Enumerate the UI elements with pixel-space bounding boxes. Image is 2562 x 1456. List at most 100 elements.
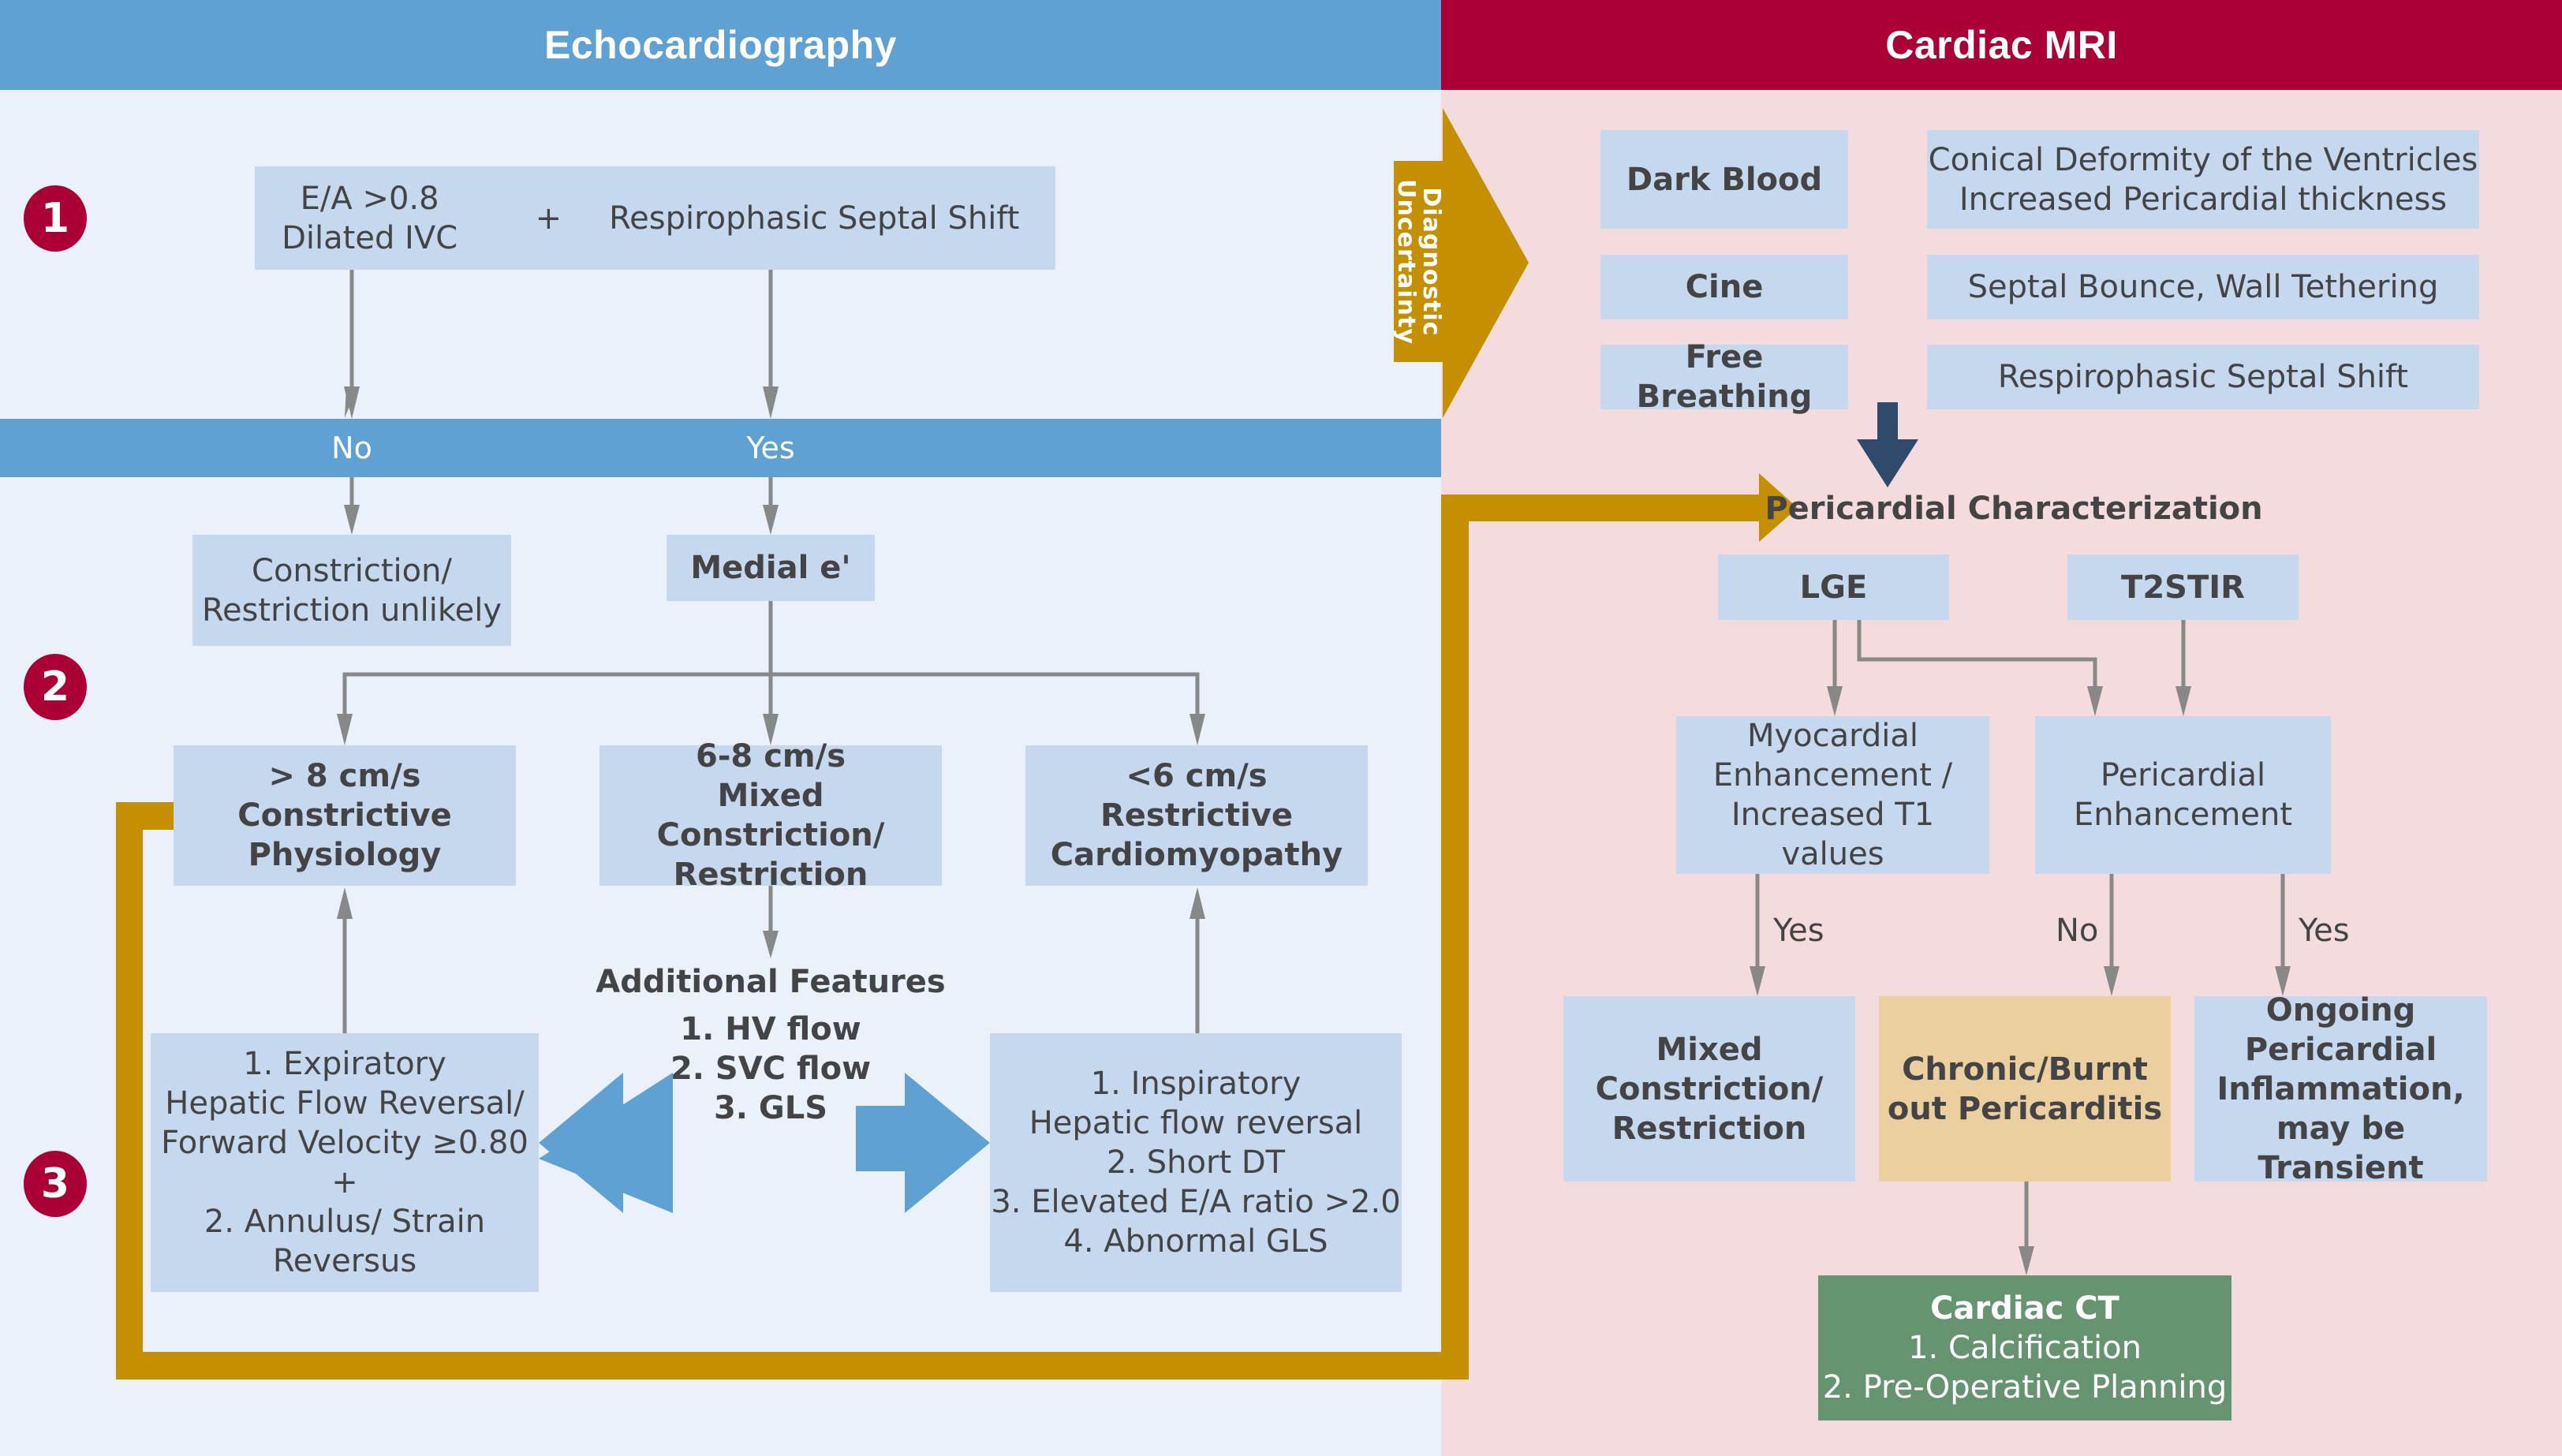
band-no-label: No (331, 431, 372, 465)
band-yes-label: Yes (746, 431, 795, 465)
myocardial-line: Myocardial (1746, 718, 1919, 754)
arrowhead-myocardial (1827, 686, 1843, 716)
mri-sequence-free-breathing: Free Breathing (1600, 339, 1848, 415)
constrictive-line-2: Constrictive (237, 797, 452, 834)
additional-feature-3: 3. GLS (713, 1090, 828, 1126)
constrictive-features-box: 1. Expiratory Hepatic Flow Reversal/ For… (151, 1033, 539, 1292)
loop-arrow (116, 473, 1798, 1379)
mixed-box: 6-8 cm/s Mixed Constriction/ Restriction (599, 738, 942, 893)
mri-sequence-cine: Cine (1600, 255, 1848, 319)
step1-ivc: Dilated IVC (282, 219, 458, 256)
constrictive-feature-line: + (331, 1164, 358, 1200)
arrowhead-yes (763, 386, 779, 419)
arrowhead-constrictive (337, 714, 353, 745)
pericardial-enhancement-box: Pericardial Enhancement (2035, 716, 2331, 874)
lge-label: LGE (1799, 569, 1868, 606)
constrictive-feature-line: 1. Expiratory (243, 1046, 446, 1082)
arrowhead-ct (2019, 1246, 2034, 1275)
sequence-name: Free Breathing (1636, 339, 1813, 415)
step-2-circle: 2 (24, 654, 87, 720)
arrowhead-chronic (2104, 966, 2119, 996)
unlikely-line-2: Restriction unlikely (201, 592, 502, 629)
myocardial-line: Enhancement / (1712, 757, 1953, 793)
outcome-mixed-line: Mixed Constriction/ (1595, 1031, 1824, 1107)
connector-lge-pericardial (1857, 620, 2097, 686)
additional-features-title: Additional Features (596, 964, 946, 1000)
outcome-chronic-line: Chronic/Burnt (1902, 1051, 2148, 1088)
additional-feature-1: 1. HV flow (680, 1011, 861, 1047)
additional-feature-2: 2. SVC flow (670, 1051, 872, 1087)
pericardial-line: Pericardial (2100, 757, 2266, 793)
mixed-line-3: Restriction (673, 857, 868, 893)
t2stir-box: T2STIR (2067, 554, 2299, 620)
navy-down-arrow (1857, 402, 1918, 487)
pericardial-characterization-label: Pericardial Characterization (1765, 491, 2263, 527)
myocardial-enhancement-box: Myocardial Enhancement / Increased T1 va… (1676, 716, 1989, 874)
medial-e-box: Medial e' (667, 535, 875, 601)
outcome-ongoing-box: Ongoing Pericardial Inflammation, may be… (2194, 992, 2487, 1186)
arrowhead-insp-up (1190, 887, 1205, 919)
finding-line: Increased Pericardial thickness (1959, 181, 2448, 218)
arrowheads (337, 386, 2291, 1275)
outcome-ongoing-line: Pericardial (2244, 1031, 2437, 1068)
diagnostic-uncertainty-arrow (1394, 108, 1529, 418)
arrowhead-ongoing (2275, 966, 2291, 996)
mixed-line-2: Mixed Constriction/ (656, 778, 885, 853)
mri-finding-free-breathing: Respirophasic Septal Shift (1927, 345, 2479, 409)
outcome-chronic-line: out Pericarditis (1887, 1090, 2163, 1127)
right-blue-arrow (856, 1073, 990, 1213)
cardiac-ct-item: 1. Calcification (1908, 1330, 2142, 1366)
arrowhead-mixed (763, 714, 779, 745)
arrowhead-exp-up (337, 887, 353, 919)
step1-criteria-box: E/A >0.8 Dilated IVC + Respirophasic Sep… (255, 166, 1055, 270)
finding-line: Respirophasic Septal Shift (1997, 359, 2409, 395)
echo-header-title: Echocardiography (544, 23, 897, 67)
constrictive-feature-line: Hepatic Flow Reversal/ (165, 1085, 525, 1122)
outcome-mixed-box: Mixed Constriction/ Restriction (1563, 996, 1855, 1182)
constrictive-line-3: Physiology (248, 837, 442, 873)
diagnostic-line-2: Uncertainty (1392, 178, 1421, 345)
restrictive-feature-line: 4. Abnormal GLS (1063, 1223, 1328, 1260)
diagnostic-uncertainty-label: Diagnostic Uncertainty (1392, 161, 1445, 362)
step-1-circle: 1 (24, 185, 87, 252)
arrowhead-pericardial-t2 (2175, 686, 2191, 716)
additional-features: Additional Features 1. HV flow 2. SVC fl… (596, 962, 945, 1128)
pericardial-line: Enhancement (2073, 797, 2293, 833)
echo-header: Echocardiography (0, 0, 1441, 90)
restrictive-feature-line: 2. Short DT (1106, 1144, 1286, 1181)
constrictive-feature-line: Reversus (272, 1243, 417, 1279)
constrictive-line-1: > 8 cm/s (268, 758, 421, 794)
finding-line: Septal Bounce, Wall Tethering (1967, 269, 2439, 305)
arrowhead-features (763, 931, 779, 958)
restrictive-box: <6 cm/s Restrictive Cardiomyopathy (1025, 745, 1368, 886)
cardiac-ct-title: Cardiac CT (1930, 1290, 2119, 1327)
constrictive-box: > 8 cm/s Constrictive Physiology (174, 745, 516, 886)
arrowhead-unlikely (344, 505, 360, 535)
arrowhead-pericardial-lge (2087, 686, 2103, 716)
left-blue-arrow-body (539, 1073, 673, 1213)
label-yes-pericardial: Yes (2299, 913, 2350, 949)
mri-sequence-dark-blood: Dark Blood (1600, 130, 1848, 229)
restrictive-feature-line: 3. Elevated E/A ratio >2.0 (991, 1184, 1401, 1220)
cardiac-ct-item: 2. Pre-Operative Planning (1822, 1369, 2228, 1406)
label-yes-myocardial: Yes (1773, 913, 1824, 949)
step1-plus: + (535, 200, 562, 237)
restrictive-line-1: <6 cm/s (1126, 758, 1268, 794)
mri-header-title: Cardiac MRI (1885, 23, 2118, 67)
restrictive-line-3: Cardiomyopathy (1050, 837, 1343, 873)
mri-finding-dark-blood: Conical Deformity of the Ventricles Incr… (1927, 130, 2479, 229)
constrictive-feature-line: 2. Annulus/ Strain (204, 1204, 486, 1240)
step-3-circle: 3 (24, 1151, 87, 1217)
restrictive-line-2: Restrictive (1100, 797, 1294, 834)
yes-no-band (0, 419, 1441, 477)
sequence-name: Cine (1685, 269, 1764, 305)
mri-header: Cardiac MRI (1441, 0, 2562, 90)
connector-medial-branch (342, 672, 1200, 714)
medial-e-label: Medial e' (690, 550, 851, 586)
restrictive-feature-line: 1. Inspiratory (1090, 1066, 1302, 1102)
label-no-pericardial: No (2056, 913, 2099, 949)
mri-panel (1441, 0, 2562, 1456)
unlikely-box: Constriction/ Restriction unlikely (192, 535, 511, 646)
outcome-mixed-line: Restriction (1612, 1110, 1807, 1147)
sequence-name: Dark Blood (1626, 161, 1823, 198)
